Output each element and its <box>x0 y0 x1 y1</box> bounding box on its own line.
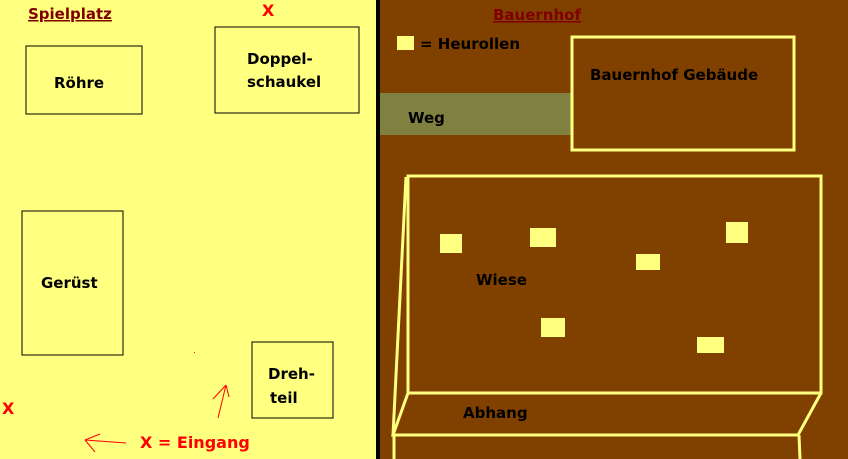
path-label: Weg <box>408 109 445 127</box>
meadow-outline <box>390 174 823 459</box>
playground-area <box>0 0 377 459</box>
slope-label: Abhang <box>463 404 528 422</box>
divider <box>376 0 380 459</box>
entrance-legend: X = Eingang <box>140 433 250 452</box>
hay-bale <box>530 228 556 247</box>
red-dot <box>194 352 195 353</box>
farm-area <box>380 0 848 459</box>
hay-bale <box>726 222 748 243</box>
meadow-label: Wiese <box>476 271 527 289</box>
drehteil-box <box>251 341 334 419</box>
entrance-marker-top: X <box>262 1 275 20</box>
farm-title: Bauernhof <box>493 6 581 24</box>
roehre-box <box>25 45 143 115</box>
hay-bale <box>636 254 660 270</box>
farm-building-label: Bauernhof Gebäude <box>590 66 758 84</box>
drehteil-label-2: teil <box>270 389 298 407</box>
doppelschaukel-label-1: Doppel- <box>247 50 313 68</box>
hay-bale <box>541 318 565 337</box>
farm-building-box <box>570 35 796 152</box>
geruest-label: Gerüst <box>41 274 98 292</box>
path-weg <box>380 93 571 135</box>
hay-bale <box>440 234 462 253</box>
entrance-marker-left: X <box>2 399 15 418</box>
roehre-label: Röhre <box>54 74 104 92</box>
doppelschaukel-box <box>214 26 360 114</box>
arrow-up-icon <box>212 384 230 419</box>
hay-legend-swatch <box>397 36 414 50</box>
doppelschaukel-label-2: schaukel <box>247 73 321 91</box>
playground-title: Spielplatz <box>28 5 112 23</box>
hay-legend-label: = Heurollen <box>420 35 520 53</box>
hay-bale <box>697 337 724 353</box>
arrow-left-icon <box>84 433 127 453</box>
drehteil-label-1: Dreh- <box>268 365 315 383</box>
geruest-box <box>21 210 124 356</box>
